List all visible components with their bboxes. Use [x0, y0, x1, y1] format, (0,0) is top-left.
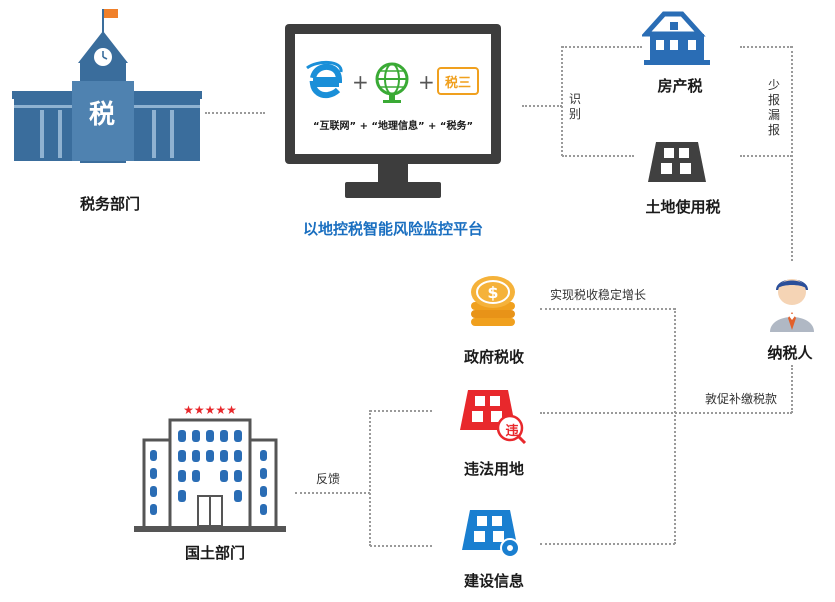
connector-feedback-vertical: [369, 410, 371, 546]
connector-house-right: [740, 46, 792, 48]
connector-gov-line: [540, 308, 675, 310]
land-use-tax-label: 土地使用税: [645, 198, 721, 216]
connector-monitor-out: [522, 105, 562, 107]
taxpayer-person-icon: [766, 268, 818, 334]
monitor-icon: [283, 22, 503, 200]
house-icon: [640, 8, 712, 68]
tax-department-building-icon: [10, 5, 205, 165]
svg-text:$: $: [487, 283, 498, 302]
tax-department-label: 税务部门: [79, 195, 140, 213]
connector-build-line: [540, 543, 675, 545]
connector-to-house-tax: [562, 46, 642, 48]
tax-building-character: 税: [88, 100, 115, 130]
connector-land-dept-out: [295, 492, 370, 494]
connector-identify-vertical: [561, 46, 563, 156]
under-report-text: 少报漏报: [767, 78, 780, 137]
tax-three-badge-icon: [437, 67, 479, 95]
connector-to-construction: [370, 545, 432, 547]
svg-text:★★★★★: ★★★★★: [183, 403, 237, 417]
coin-stack-icon: $: [465, 272, 521, 328]
globe-icon: [372, 60, 412, 104]
connector-tax-to-monitor: [205, 112, 265, 114]
connector-land-right: [740, 155, 792, 157]
platform-title: 以地控税智能风险监控平台: [302, 220, 483, 238]
internet-e-icon: [303, 60, 345, 102]
urge-payment-text: 敦促补缴税款: [705, 392, 778, 406]
connector-urge-line: [540, 412, 792, 414]
monitor-formula: “互联网” + “地理信息” + “税务”: [312, 121, 474, 132]
land-department-building-icon: ★★★★★: [130, 398, 290, 538]
connector-middle-vertical: [674, 308, 676, 544]
feedback-text: 反馈: [316, 472, 341, 486]
illegal-land-icon: [458, 386, 528, 445]
land-department-label: 国土部门: [184, 544, 245, 562]
plus-icon-1: +: [352, 70, 369, 94]
construction-info-label: 建设信息: [463, 572, 524, 590]
connector-right-vertical: [791, 46, 793, 261]
construction-info-icon: [460, 506, 524, 562]
house-tax-label: 房产税: [657, 77, 703, 95]
illegal-badge-character: 违: [505, 424, 519, 439]
gov-tax-label: 政府税收: [463, 348, 524, 366]
plus-icon-2: +: [418, 70, 435, 94]
land-grid-icon: [646, 138, 708, 186]
connector-to-illegal: [370, 410, 432, 412]
connector-taxpayer-down: [791, 365, 793, 413]
tax-three-badge-label: 税三: [444, 76, 471, 91]
stable-growth-text: 实现税收稳定增长: [550, 288, 647, 302]
illegal-land-label: 违法用地: [463, 460, 524, 478]
connector-to-land-tax: [562, 155, 634, 157]
taxpayer-label: 纳税人: [767, 344, 813, 362]
identify-text: 识别: [568, 92, 581, 121]
